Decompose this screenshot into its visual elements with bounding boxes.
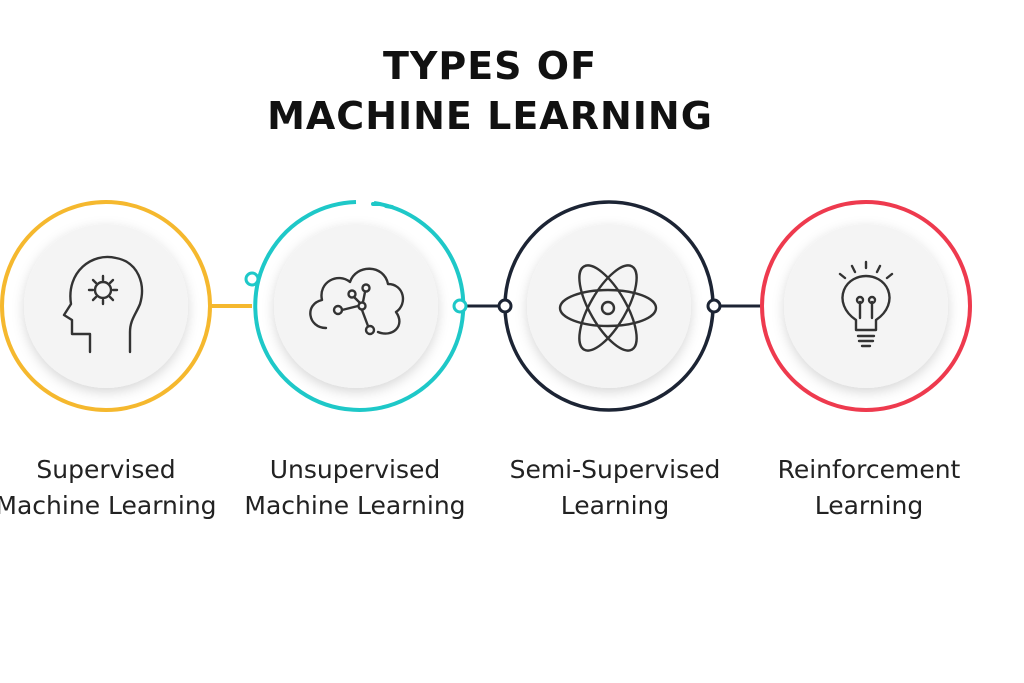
node-dot-right	[706, 298, 722, 314]
node-reinforcement	[760, 200, 972, 412]
lightbulb-icon	[838, 260, 894, 348]
title-line-2: MACHINE LEARNING	[267, 94, 713, 138]
inner-disc-reinforcement	[784, 224, 948, 388]
label-semi-supervised-line-1: Semi-Supervised	[509, 455, 721, 484]
node-dot-left	[497, 298, 513, 314]
label-semi-supervised-line-2: Learning	[560, 491, 670, 520]
label-unsupervised: Unsupervised Machine Learning	[225, 452, 485, 524]
label-unsupervised-line-1: Unsupervised	[269, 455, 441, 484]
label-supervised: Supervised Machine Learning	[0, 452, 236, 524]
label-supervised-line-2: Machine Learning	[0, 491, 217, 520]
node-supervised	[0, 200, 212, 412]
inner-disc-semi-supervised	[527, 224, 691, 388]
node-semi-supervised	[497, 200, 722, 412]
atom-icon	[558, 264, 658, 352]
inner-disc-supervised	[24, 224, 188, 388]
node-dot-right	[452, 298, 468, 314]
label-supervised-line-1: Supervised	[36, 455, 176, 484]
title-line-1: TYPES OF	[382, 44, 598, 88]
label-semi-supervised: Semi-Supervised Learning	[485, 452, 745, 524]
head-gear-icon	[62, 255, 144, 354]
node-unsupervised	[244, 200, 468, 412]
label-reinforcement-line-1: Reinforcement	[777, 455, 961, 484]
ring-dash-2	[384, 204, 394, 209]
cloud-network-icon	[309, 267, 405, 336]
node-dot-left	[244, 271, 260, 287]
label-reinforcement-line-2: Learning	[814, 491, 924, 520]
label-unsupervised-line-2: Machine Learning	[244, 491, 466, 520]
label-reinforcement: Reinforcement Learning	[739, 452, 999, 524]
